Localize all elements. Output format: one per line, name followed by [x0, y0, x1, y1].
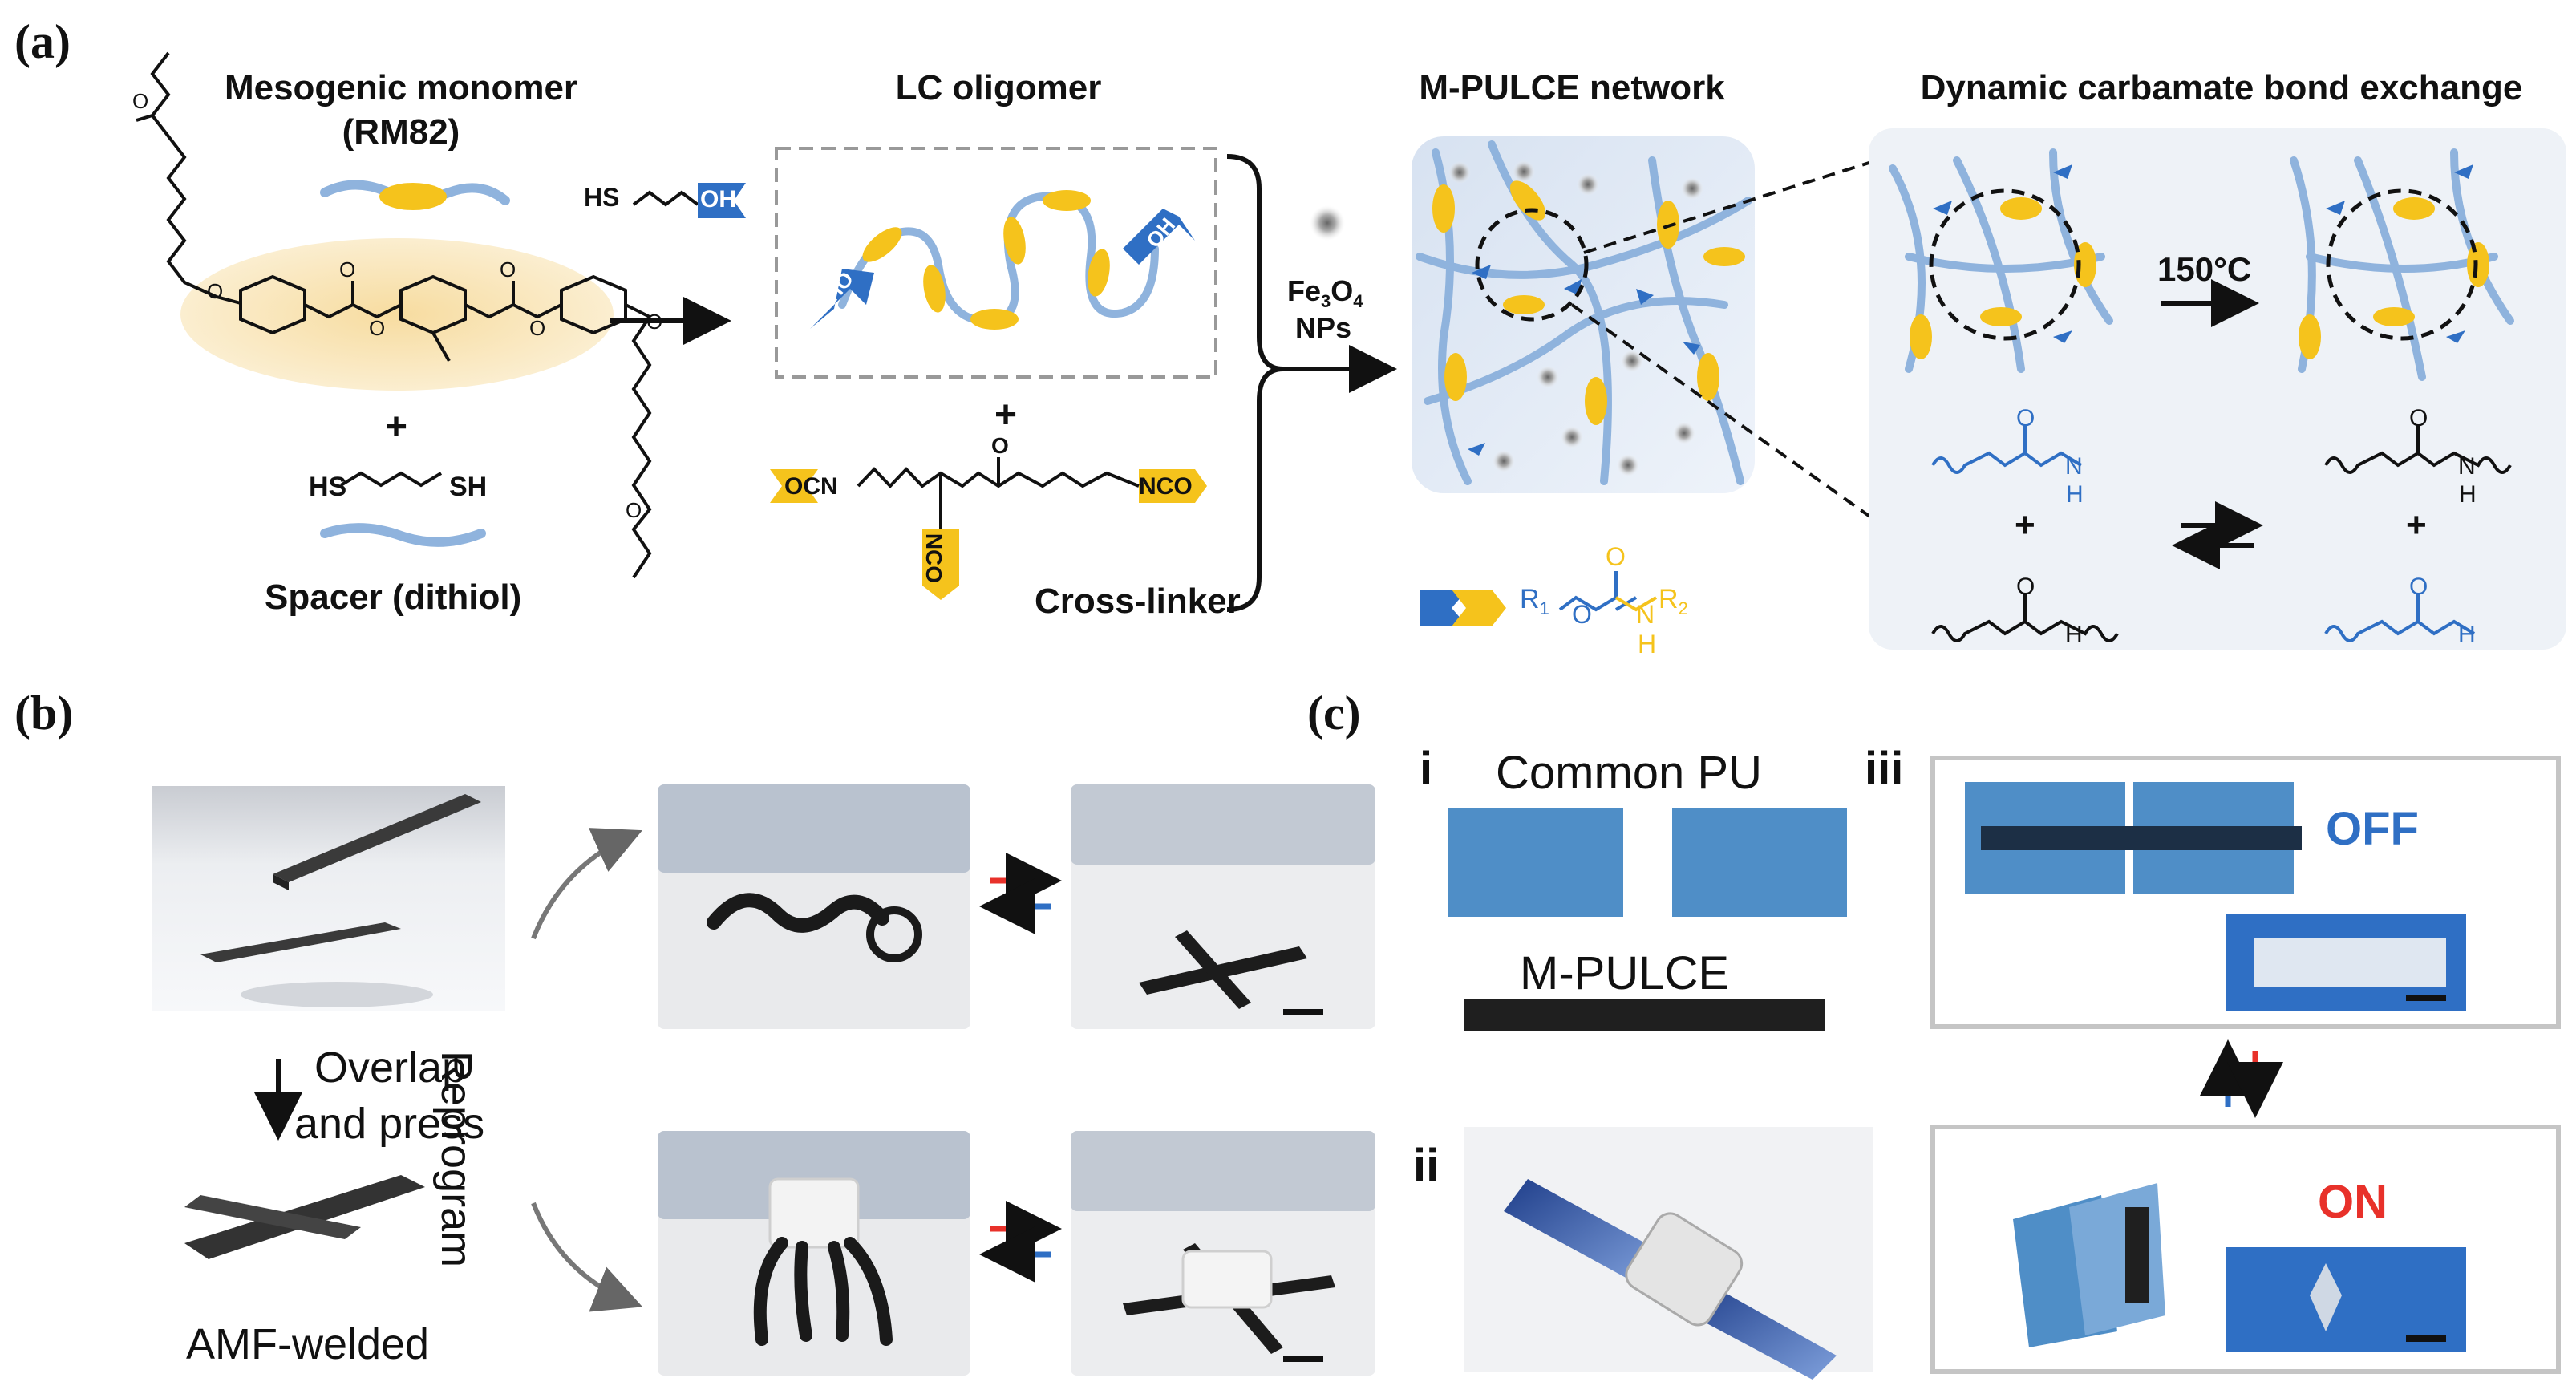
carbamate3-o: O — [2409, 405, 2428, 432]
svg-text:O: O — [132, 89, 148, 113]
svg-text:O: O — [626, 498, 642, 522]
crosslinker-nco-down: NCO — [921, 533, 947, 584]
crosslinker-ocn: OCN — [784, 473, 838, 500]
spacer-cartoon — [320, 523, 486, 547]
carbamate-structures — [1931, 425, 2512, 642]
on-label: ON — [2318, 1176, 2388, 1228]
crosslinker-label: Cross-linker — [1035, 582, 1241, 621]
common-pu-film-right — [1672, 808, 1847, 917]
equilibrium-arrows — [2172, 501, 2263, 569]
reprogram-label: Reprogram — [432, 1051, 480, 1268]
exchange-plus-left: + — [2015, 505, 2035, 545]
panel-label-a: (a) — [14, 15, 71, 68]
off-state-box — [1930, 756, 2561, 1029]
crosslinker-structure — [770, 457, 1207, 600]
network-mesogens — [1432, 180, 1745, 425]
temperature-label: 150°C — [2157, 250, 2252, 288]
thiol-hs: HS — [584, 183, 620, 212]
zoom-line-top — [1583, 159, 1877, 254]
dithiol-sh: SH — [449, 472, 488, 502]
crosslinker-carbonyl-o: O — [991, 433, 1009, 458]
m-pulce-label: M-PULCE — [1520, 947, 1730, 999]
scale-bar-bottom — [1283, 1356, 1323, 1362]
monomer-cartoon — [320, 180, 510, 210]
m-pulce-strip — [1464, 999, 1825, 1031]
crosslinker-plus: + — [994, 394, 1018, 436]
network-nanoparticles — [1448, 160, 1703, 476]
carbamate4-h: H — [2458, 622, 2476, 648]
svg-text:O: O — [369, 316, 385, 340]
panel-label-c: (c) — [1307, 687, 1361, 740]
overlap-label: Overlap — [314, 1044, 467, 1092]
scale-bar-top — [1283, 1009, 1323, 1015]
fe3o4-label: Fe3O4 — [1287, 274, 1363, 312]
exchange-before — [1889, 148, 2113, 373]
rm82-atom-labels: O O O O O O O O — [132, 89, 662, 522]
subpanel-i: i — [1420, 743, 1433, 795]
svg-text:O: O — [207, 279, 223, 303]
mesogen-core-highlight — [180, 238, 614, 391]
heading-oligomer: LC oligomer — [895, 68, 1102, 107]
heading-network: M-PULCE network — [1419, 68, 1725, 107]
legend-bond-yellow — [1614, 596, 1658, 612]
network-carbamates — [1468, 265, 1700, 456]
exchange-after — [2290, 148, 2514, 381]
reprogram-arrow-top — [531, 828, 642, 940]
merge-brace — [1226, 154, 1284, 612]
common-pu-label: Common PU — [1496, 747, 1762, 799]
subpanel-ii: ii — [1413, 1140, 1440, 1192]
press-label: and press — [294, 1100, 485, 1148]
oligomer-cartoon — [810, 190, 1195, 330]
svg-text:O: O — [529, 316, 545, 340]
heading-monomer-sub: (RM82) — [342, 112, 460, 152]
common-pu-film-left — [1448, 808, 1623, 917]
reprogram-arrow-bottom — [531, 1202, 643, 1312]
dithiol-chain — [339, 471, 443, 488]
zoom-circle — [1475, 208, 1589, 322]
carbamate-legend-yellow — [1452, 590, 1506, 626]
oligomer-box — [775, 147, 1217, 379]
subpanel-iii: iii — [1865, 743, 1904, 795]
legend-r2: R2 — [1659, 584, 1688, 618]
carbamate3-n: N — [2458, 453, 2476, 480]
mercaptoethanol-chain — [632, 190, 699, 207]
nps-label: NPs — [1295, 311, 1352, 344]
legend-h: H — [1638, 630, 1657, 659]
hydroxyl-tag — [698, 183, 746, 218]
amf-welded-label: AMF-welded — [186, 1320, 430, 1368]
carbamate2-o: O — [2016, 573, 2035, 600]
carbamate2-h: H — [2065, 622, 2083, 648]
carbamate4-o: O — [2409, 573, 2428, 600]
on-photo-inset — [2226, 1247, 2466, 1352]
heading-monomer: Mesogenic monomer — [224, 68, 578, 107]
legend-n: N — [1636, 600, 1655, 629]
spacer-plus: + — [385, 406, 408, 448]
panel-b-bars — [152, 786, 505, 1259]
carbamate1-o: O — [2016, 405, 2035, 432]
nanoparticle-icon — [1310, 205, 1345, 241]
carbamate1-h: H — [2066, 481, 2084, 508]
off-actuator-strip — [1981, 826, 2302, 850]
carbamate3-h: H — [2459, 481, 2477, 508]
svg-text:O: O — [500, 257, 516, 282]
panel-label-b: (b) — [14, 687, 74, 740]
on-state-box — [1930, 1125, 2561, 1374]
reversible-arrows-b — [979, 853, 1062, 1283]
legend-r1: R1 — [1520, 584, 1549, 618]
exchange-plus-right: + — [2406, 505, 2427, 545]
carbamate1-n: N — [2065, 453, 2083, 480]
heading-exchange: Dynamic carbamate bond exchange — [1920, 68, 2523, 107]
off-label: OFF — [2326, 803, 2419, 855]
thiol-oh: OH — [700, 186, 736, 213]
carbamate-legend-blue — [1420, 590, 1468, 626]
svg-text:O: O — [339, 257, 355, 282]
legend-ester-o: O — [1572, 600, 1592, 629]
spacer-label: Spacer (dithiol) — [265, 577, 522, 617]
legend-carbonyl-o: O — [1606, 542, 1626, 571]
crosslinker-nco-right: NCO — [1139, 473, 1193, 500]
dithiol-hs: HS — [309, 472, 347, 502]
